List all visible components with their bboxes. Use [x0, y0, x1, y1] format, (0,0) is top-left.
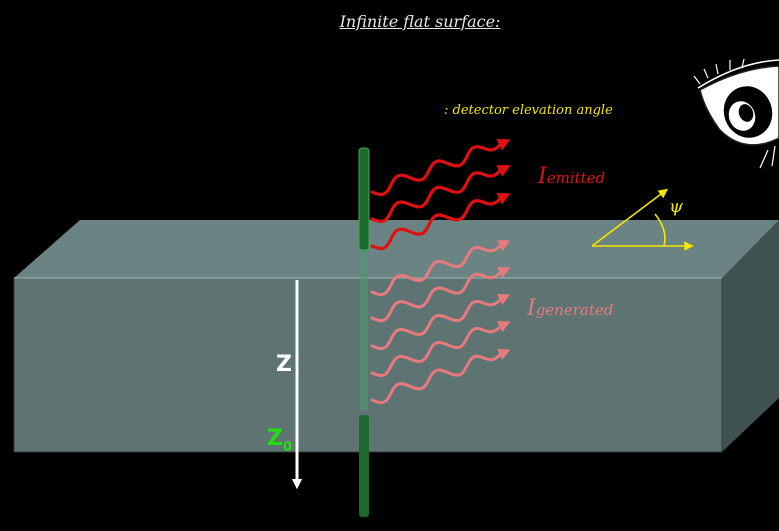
emitted-photon-arrow	[370, 138, 511, 197]
emitted-intensity-label: Iemitted	[538, 164, 605, 189]
generated-photon-arrow	[370, 240, 511, 297]
detector-label: : detector elevation angle	[444, 103, 613, 118]
depth0-symbol: Z	[267, 426, 283, 451]
sample-rod-top	[358, 147, 370, 251]
slab-side-face	[722, 220, 779, 452]
emitted-subscript: emitted	[546, 169, 606, 187]
generated-subscript: generated	[535, 301, 614, 319]
eye-icon	[693, 58, 779, 169]
depth0-subscript: 0	[282, 440, 292, 455]
emitted-symbol: I	[538, 164, 547, 189]
angle-symbol: ψ	[669, 196, 684, 217]
emitted-photon-arrow	[370, 192, 511, 251]
sample-rod-bottom	[359, 415, 369, 517]
sample-rod-inside	[360, 250, 368, 410]
generated-symbol: I	[527, 296, 536, 321]
diagram-title: Infinite flat surface:	[339, 12, 501, 31]
depth0-label: Z0	[267, 426, 292, 455]
generated-photons	[370, 240, 511, 405]
depth-label: Z	[276, 352, 292, 377]
generated-photon-arrow	[370, 294, 511, 351]
angle-indicator	[591, 188, 694, 251]
generated-photon-arrow	[370, 267, 511, 323]
generated-photon-arrow	[370, 349, 511, 405]
slab-top-face	[14, 220, 779, 278]
generated-photon-arrow	[370, 321, 511, 378]
generated-intensity-label: Igenerated	[527, 296, 613, 321]
emitted-photons	[370, 138, 511, 251]
emitted-photon-arrow	[370, 165, 511, 224]
